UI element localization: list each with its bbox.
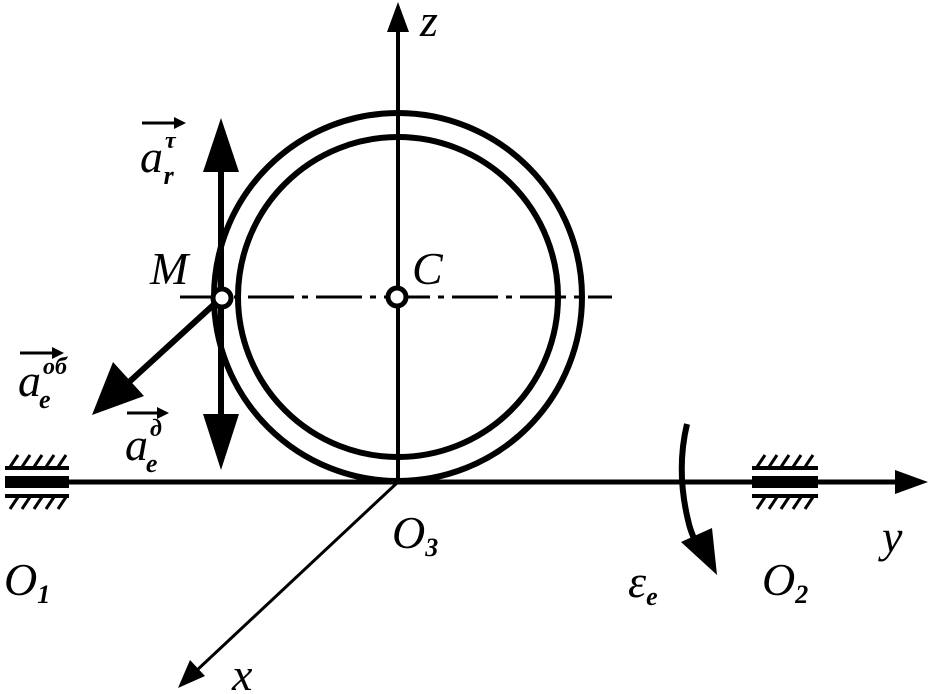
point-m-label: M xyxy=(149,243,191,294)
a-r-tau-sup: τ xyxy=(165,128,177,154)
epsilon-sub: e xyxy=(646,582,658,611)
epsilon-e-label: εe xyxy=(628,556,658,611)
vec-bar-a-e-d xyxy=(127,407,169,419)
axis-y-label: y xyxy=(878,511,903,562)
epsilon-main: ε xyxy=(628,556,647,607)
vector-a-e-ob-label: aоб e xyxy=(18,354,68,414)
a-e-ob-sup: об xyxy=(43,354,68,380)
point-o2-label: O2 xyxy=(762,554,808,609)
a-e-ob-sub: e xyxy=(39,385,51,414)
a-r-tau-sub: r xyxy=(164,161,175,190)
axis-x-label: x xyxy=(231,649,253,694)
y-axis-arrowhead xyxy=(895,470,928,494)
vector-a-e-ob-line xyxy=(125,295,224,386)
o1-main: O xyxy=(4,554,37,605)
a-e-d-sub: e xyxy=(146,449,158,478)
epsilon-arc xyxy=(678,423,703,550)
x-axis-arrowhead xyxy=(178,660,205,688)
vector-a-e-d-arrowhead-down xyxy=(203,414,239,470)
point-o3-label: O3 xyxy=(392,507,438,562)
a-e-ob-main: a xyxy=(18,355,41,406)
vector-a-e-ob-arrowhead xyxy=(92,362,144,415)
a-e-d-main: a xyxy=(125,419,148,470)
epsilon-arrowhead xyxy=(681,528,717,575)
a-e-d-sup: д xyxy=(150,416,162,442)
x-axis-line xyxy=(193,480,400,674)
point-c-marker xyxy=(385,285,409,309)
vector-a-r-tau-arrowhead-up xyxy=(203,118,239,172)
z-axis-arrowhead xyxy=(387,2,409,32)
vec-bar-a-r-tau xyxy=(142,117,186,129)
o1-sub: 1 xyxy=(37,580,50,609)
o3-sub: 3 xyxy=(424,533,438,562)
o3-main: O xyxy=(392,507,425,558)
point-c-label: C xyxy=(412,243,444,294)
a-r-tau-main: a xyxy=(140,131,163,182)
o2-main: O xyxy=(762,554,795,605)
point-m-marker xyxy=(210,286,234,310)
axis-z-label: z xyxy=(419,0,438,46)
point-o1-label: O1 xyxy=(4,554,50,609)
o2-sub: 2 xyxy=(794,580,808,609)
bearing-left xyxy=(5,454,69,510)
vec-bar-a-e-ob xyxy=(20,347,64,359)
